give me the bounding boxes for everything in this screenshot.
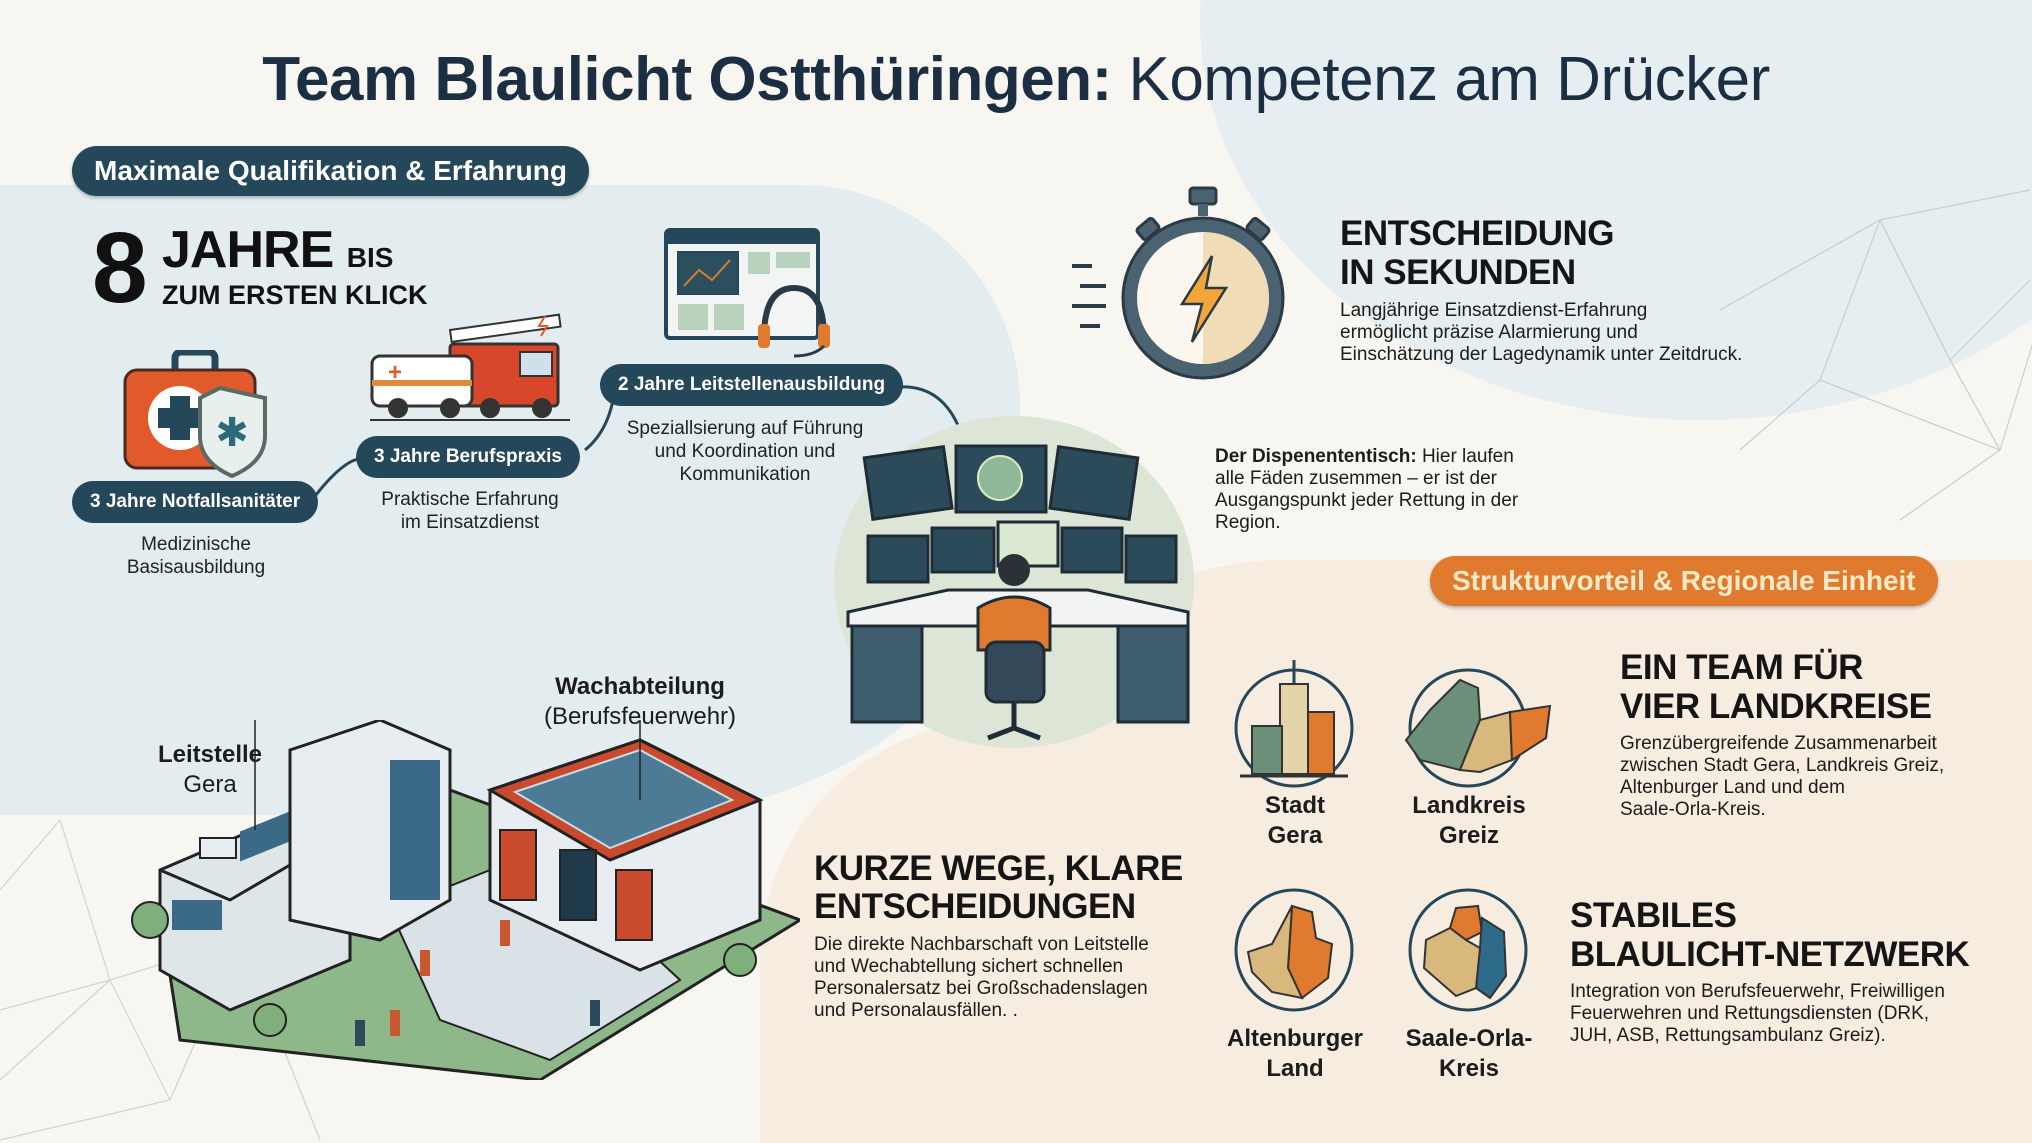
city-skyline-icon <box>1234 660 1354 788</box>
title-light: Kompetenz am Drücker <box>1128 45 1770 114</box>
svg-text:✱: ✱ <box>215 411 249 455</box>
svg-text:+: + <box>388 359 402 386</box>
fire-truck-ambulance-icon: + <box>370 313 570 421</box>
label-wachabteilung: Wachabteilung (Berufsfeuerwehr) <box>543 673 737 730</box>
decision-heading: ENTSCHEIDUNG IN SEKUNDEN <box>1340 214 1615 292</box>
step-caption-notfallsanitaeter: Medizinische Basisausbildung <box>126 534 266 578</box>
background-blob-bottom-mid <box>760 720 1260 1143</box>
step-pill-leitstellenausbildung: 2 Jahre Leitstellenausbildung <box>600 364 904 406</box>
page-title: Team Blaulicht Ostthüringen: Kompetenz a… <box>0 44 2032 115</box>
dispatch-screen-headset-icon <box>664 228 830 358</box>
structure-badge: Strukturvorteil & Regionale Einheit <box>1430 556 1938 606</box>
dispatcher-desk-icon <box>834 416 1194 748</box>
title-bold: Team Blaulicht Ostthüringen: <box>262 45 1112 114</box>
map-greiz-icon <box>1404 668 1552 788</box>
team-body: Grenzübergreifende Zusammenarbeit zwisch… <box>1620 733 1945 820</box>
short-ways-body: Die direkte Nachbarschaft von Leitstelle… <box>814 934 1149 1021</box>
label-leitstelle-gera: Leitstelle Gera <box>157 741 263 798</box>
stopwatch-lightning-icon <box>1072 186 1285 380</box>
decision-body: Langjährige Einsatzdienst-Erfahrung ermö… <box>1340 300 1743 365</box>
first-aid-kit-icon: ✱ <box>123 350 267 479</box>
first-click-label: ZUM ERSTEN KLICK <box>162 280 428 310</box>
step-pill-berufspraxis: 3 Jahre Berufspraxis <box>356 436 580 478</box>
network-heading: STABILES BLAULICHT-NETZWERK <box>1570 896 1970 974</box>
map-saale-orla-icon <box>1408 888 1528 1012</box>
team-heading: EIN TEAM FÜR VIER LANDKREISE <box>1620 648 1932 726</box>
jahre-text: JAHRE <box>162 221 334 279</box>
short-ways-heading: KURZE WEGE, KLARE ENTSCHEIDUNGEN <box>814 849 1183 926</box>
dispatch-lead: Der Dispenententisch: <box>1215 446 1417 467</box>
years-number: 8 <box>92 212 148 324</box>
network-body: Integration von Berufsfeuerwehr, Freiwil… <box>1570 981 1945 1046</box>
region-label-landkreis-greiz: Landkreis Greiz <box>1412 792 1526 849</box>
map-altenburger-land-icon <box>1234 888 1354 1012</box>
network-lines-icon <box>1719 189 2032 521</box>
step-caption-leitstellenausbildung: Speziallsierung auf Führung und Koordina… <box>626 418 864 485</box>
region-label-altenburger-land: Altenburger Land <box>1226 1025 1363 1082</box>
region-label-saale-orla-kreis: Saale-Orla- Kreis <box>1405 1025 1533 1082</box>
step-pill-notfallsanitaeter: 3 Jahre Notfallsanitäter <box>72 481 319 523</box>
dispatch-description: Der Dispenententisch: Hier laufen alle F… <box>1215 446 1519 533</box>
years-label: JAHRE BIS <box>162 222 393 286</box>
bis-text: BIS <box>346 242 394 273</box>
buildings-campus-icon <box>131 720 800 1080</box>
qualification-badge: Maximale Qualifikation & Erfahrung <box>72 146 589 196</box>
region-label-stadt-gera: Stadt Gera <box>1265 792 1325 849</box>
step-caption-berufspraxis: Praktische Erfahrung im Einsatzdienst <box>381 489 559 533</box>
